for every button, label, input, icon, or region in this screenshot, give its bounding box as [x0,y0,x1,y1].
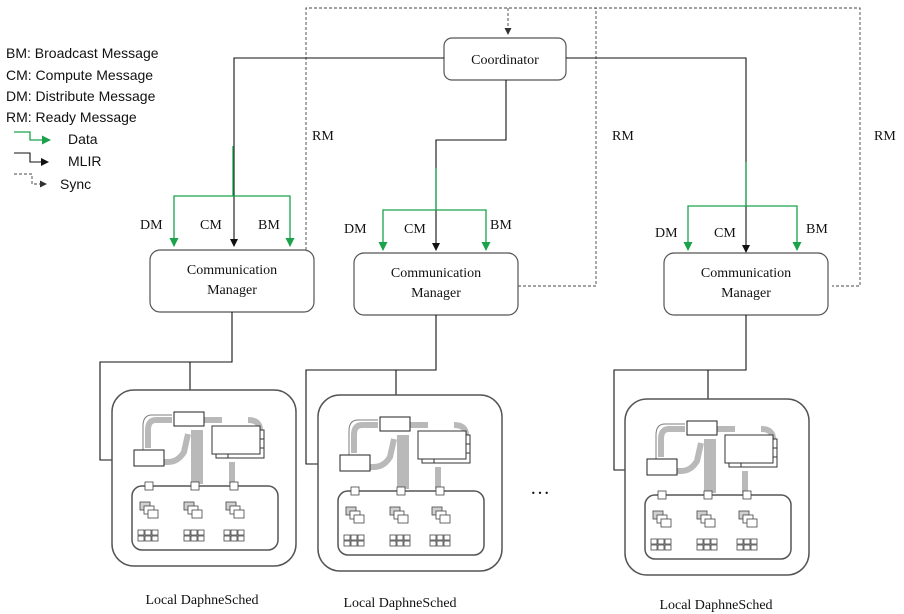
legend-rm: RM: Ready Message [6,109,137,125]
communication-manager-box [149,249,315,313]
bm-label: BM [806,222,828,237]
mlir-arrow-icon [14,152,49,166]
local-scheduler [318,395,502,571]
communication-manager-box [353,252,519,316]
manager-2: DM CM BM RM Communication Manager Local … [305,129,634,611]
bm-label: BM [490,218,512,233]
legend-dm: DM: Distribute Message [6,88,156,104]
sync-arrow-icon [14,173,47,188]
data-arrow-icon [14,131,51,145]
manager-label-line2: Manager [411,286,461,301]
dm-label: DM [344,222,367,237]
data-lines [169,146,802,251]
manager-label-line1: Communication [187,263,277,278]
local-scheduler [625,399,809,575]
legend-data: Data [68,131,98,147]
local-scheduler-label: Local DaphneSched [145,593,258,608]
manager-label-line2: Manager [721,286,771,301]
bm-label: BM [258,218,280,233]
more-instances-ellipsis: … [530,477,550,499]
rm-label: RM [312,129,334,144]
rm-label: RM [612,129,634,144]
cm-label: CM [714,226,736,241]
local-scheduler [112,390,296,566]
coordinator-box [443,37,567,81]
rm-label: RM [874,129,896,144]
local-scheduler-label: Local DaphneSched [659,598,772,613]
manager-label-line1: Communication [391,266,481,281]
legend-bm: BM: Broadcast Message [6,45,159,61]
coordinator-label: Coordinator [471,53,539,68]
manager-label-line2: Manager [207,283,257,298]
manager-label-line1: Communication [701,266,791,281]
communication-manager-box [663,252,829,316]
dm-label: DM [655,226,678,241]
legend-sync: Sync [60,176,91,192]
dm-label: DM [140,218,163,233]
legend-cm: CM: Compute Message [6,67,153,83]
manager-1: DM CM BM RM Communication Manager Local … [99,129,334,608]
local-scheduler-label: Local DaphneSched [343,596,456,611]
legend-mlir: MLIR [68,153,101,169]
legend: BM: Broadcast Message CM: Compute Messag… [6,45,159,192]
sync-lines [305,7,861,287]
cm-label: CM [200,218,222,233]
manager-3: DM CM BM RM Communication Manager Local … [613,129,896,613]
cm-label: CM [404,222,426,237]
